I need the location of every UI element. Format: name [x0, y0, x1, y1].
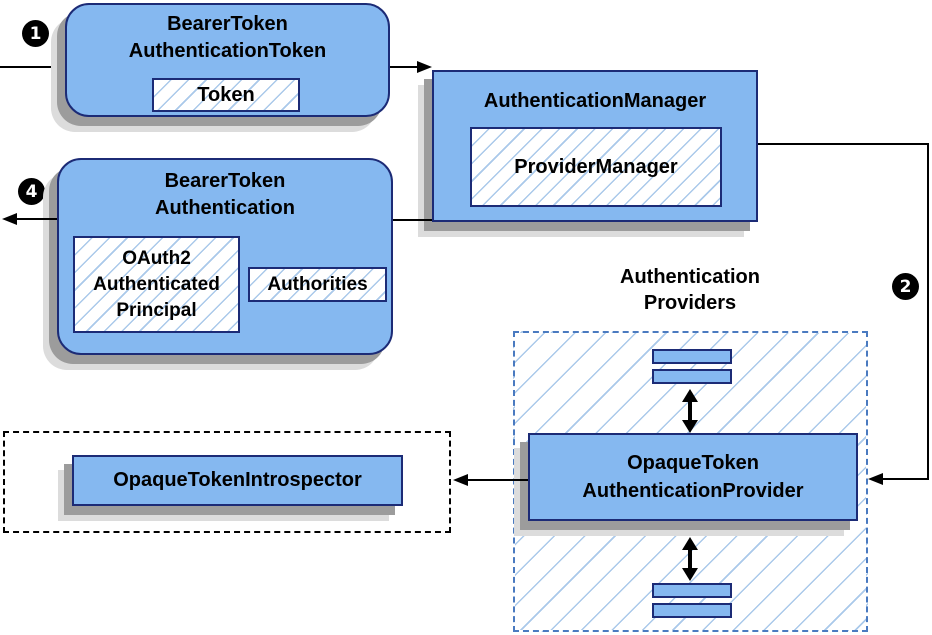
provider-list-item-bar	[652, 603, 732, 618]
arrow-shaft	[688, 550, 692, 568]
label-line: Providers	[643, 292, 737, 314]
node-authentication-manager: AuthenticationManager ProviderManager	[432, 70, 758, 222]
authentication-providers-container: OpaqueToken AuthenticationProvider	[513, 331, 868, 632]
node-title: OpaqueToken AuthenticationProvider	[530, 449, 856, 505]
provider-manager-box: ProviderManager	[470, 127, 722, 207]
authorities-box: Authorities	[248, 267, 387, 302]
arrow-up-icon	[682, 537, 698, 550]
title-line: AuthenticationProvider	[582, 480, 804, 502]
arrow-left-icon	[868, 473, 883, 485]
arrow-down-icon	[682, 568, 698, 581]
step-1-badge: 1	[22, 20, 49, 47]
manager-to-providers-line-top	[758, 143, 929, 145]
principal-line: OAuth2	[122, 247, 191, 269]
provider-list-item-bar	[652, 583, 732, 598]
provider-list-item-bar	[652, 369, 732, 384]
title-line: Authentication	[155, 197, 295, 219]
title-line: BearerToken	[167, 13, 288, 35]
arrow-left-icon	[2, 213, 17, 225]
step-2-badge: 2	[892, 273, 919, 300]
node-bearer-token-authentication: BearerToken Authentication OAuth2 Authen…	[57, 158, 393, 355]
arrow-right-icon	[417, 61, 432, 73]
authorities-label: Authorities	[267, 273, 368, 295]
label-line: Authentication	[620, 266, 760, 288]
manager-to-authentication-line	[393, 219, 432, 221]
node-title: BearerToken Authentication	[59, 168, 391, 222]
node-title: AuthenticationManager	[434, 88, 756, 115]
introspector-label: OpaqueTokenIntrospector	[113, 469, 362, 491]
double-arrow-icon	[682, 389, 698, 433]
principal-line: Principal	[116, 299, 197, 321]
authentication-out-line	[16, 218, 57, 220]
title-line: AuthenticationManager	[483, 90, 707, 112]
node-opaque-token-authentication-provider: OpaqueToken AuthenticationProvider	[528, 433, 858, 521]
provider-to-introspector-line	[468, 479, 528, 481]
double-arrow-icon	[682, 537, 698, 581]
incoming-request-line	[0, 66, 65, 68]
principal-line: Authenticated	[93, 273, 220, 295]
step-4-badge: 4	[18, 178, 45, 205]
node-opaque-token-introspector: OpaqueTokenIntrospector	[72, 455, 403, 506]
arrow-left-icon	[453, 474, 468, 486]
manager-to-providers-line-vertical	[927, 143, 929, 480]
token-box: Token	[152, 78, 300, 112]
oauth2-authenticated-principal-box: OAuth2 Authenticated Principal	[73, 236, 240, 333]
token-label: Token	[197, 83, 255, 106]
title-line: BearerToken	[164, 170, 286, 192]
arrow-up-icon	[682, 389, 698, 402]
provider-list-item-bar	[652, 349, 732, 364]
title-line: OpaqueToken	[627, 452, 759, 474]
title-line: AuthenticationToken	[128, 40, 327, 62]
node-bearer-token-authentication-token: BearerToken AuthenticationToken Token	[65, 3, 390, 117]
introspector-container: OpaqueTokenIntrospector	[3, 431, 451, 533]
manager-to-providers-line-bottom	[883, 478, 929, 480]
provider-manager-label: ProviderManager	[514, 155, 678, 178]
authentication-providers-label: Authentication Providers	[550, 264, 830, 316]
arrow-shaft	[688, 402, 692, 420]
arrow-down-icon	[682, 420, 698, 433]
node-title: BearerToken AuthenticationToken	[67, 11, 388, 65]
arrow-token-to-manager-line	[390, 66, 418, 68]
